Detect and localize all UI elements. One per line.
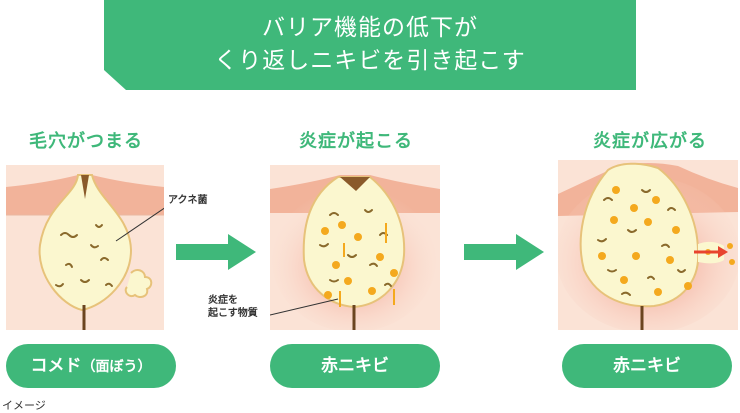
stage-1-label-sub: （面ぼう） <box>81 359 152 375</box>
stage-3-title: 炎症が広がる <box>593 131 707 152</box>
arrow-right-icon <box>464 234 544 270</box>
stage-1-label-main: コメド <box>30 356 82 376</box>
stage-2-title: 炎症が起こる <box>299 131 413 152</box>
substance-annotation: 炎症を 起こす物質 <box>208 294 258 320</box>
bacteria-annotation: アクネ菌 <box>168 195 208 206</box>
arrow-right-icon <box>176 234 256 270</box>
stage-1-title: 毛穴がつまる <box>29 131 143 152</box>
banner-line-1: バリア機能の低下が <box>262 15 478 41</box>
stage-3-label: 赤ニキビ <box>562 344 732 388</box>
title-banner: バリア機能の低下が くり返しニキビを引き起こす <box>104 0 636 90</box>
banner-shape <box>104 0 636 90</box>
substance-annotation-line-2: 起こす物質 <box>208 308 258 319</box>
substance-annotation-line-1: 炎症を <box>208 295 238 306</box>
stage-1-label: コメド（面ぼう） <box>6 344 176 388</box>
banner-title: バリア機能の低下が くり返しニキビを引き起こす <box>104 12 636 78</box>
stage-2-label: 赤ニキビ <box>270 344 440 388</box>
comedone-illustration <box>6 165 164 330</box>
inflammation-illustration <box>270 165 440 330</box>
banner-line-2: くり返しニキビを引き起こす <box>214 48 526 74</box>
spreading-inflammation-illustration <box>558 160 738 330</box>
image-footnote: イメージ <box>2 399 46 412</box>
